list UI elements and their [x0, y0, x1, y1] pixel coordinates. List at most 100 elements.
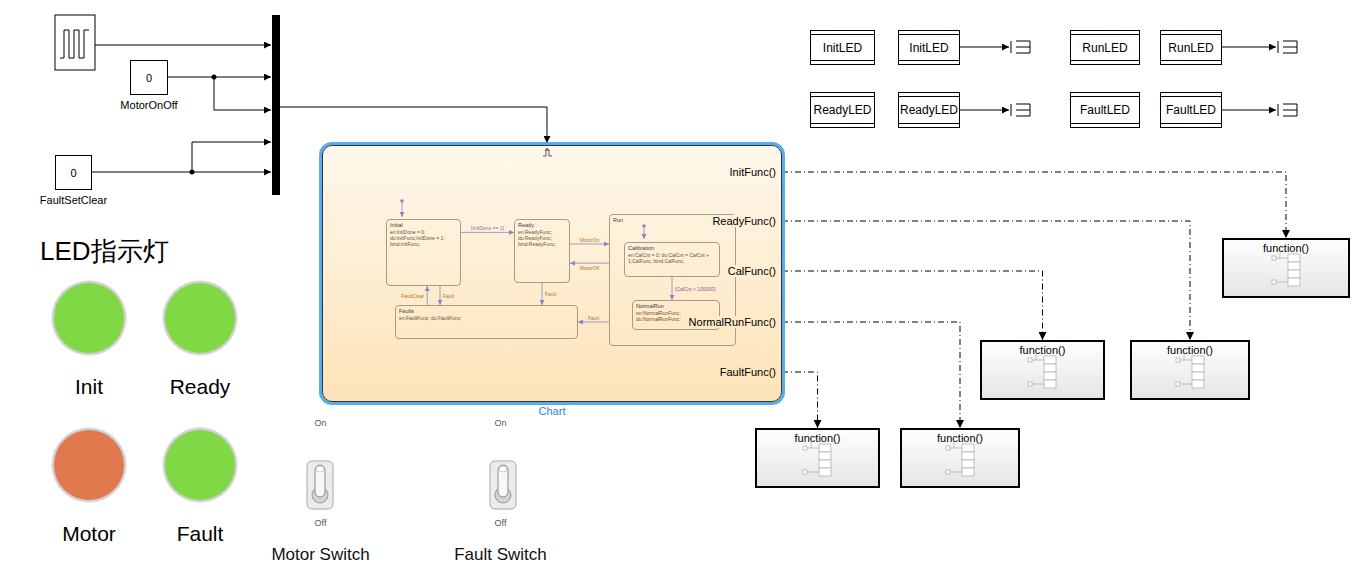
trigger-port-icon — [543, 148, 552, 156]
switch-off-label: Off — [495, 518, 507, 528]
port-label: ReadyFunc() — [710, 215, 778, 227]
chart-ground — [322, 145, 782, 402]
function-call-line — [782, 322, 960, 428]
tag-name: ReadyLED — [813, 103, 871, 117]
goto-from-block: ReadyLED — [898, 92, 960, 128]
goto-from-block: RunLED — [1160, 30, 1222, 65]
goto-from-block: InitLED — [898, 30, 960, 65]
function-call-line — [782, 372, 818, 428]
port-label: CalFunc() — [726, 265, 778, 277]
constant-block: 0MotorOnOff — [130, 60, 168, 95]
transition-label: Fault — [443, 293, 454, 299]
mux-bar — [272, 15, 280, 195]
led-indicator: Motor — [54, 430, 124, 500]
switch-name: Motor Switch — [271, 545, 369, 565]
transition-label: FaultClear — [401, 293, 424, 299]
subsystem-name: function() — [902, 432, 1018, 444]
led-label: Fault — [177, 522, 224, 546]
transition-label: [CalCnt > 100000] — [675, 286, 715, 292]
switch-on-label: On — [494, 418, 506, 428]
subsystem-name: function() — [982, 344, 1103, 356]
block-value: 0 — [131, 61, 167, 94]
transition-label: [InitDone == 1] — [471, 225, 504, 231]
port-label: NormalRunFunc() — [687, 316, 778, 328]
pulse-generator — [55, 15, 95, 70]
transition-label: MotorOn — [580, 237, 599, 243]
state-name: Calibration — [628, 245, 716, 252]
toggle-switch-icon — [307, 461, 333, 509]
led-label: Motor — [62, 522, 116, 546]
subsystem-name: function() — [757, 432, 878, 444]
state-box: Initialen:InitDone = 0; du:InitFunc;Init… — [386, 219, 461, 286]
state-name: Initial — [390, 222, 457, 229]
switch-name: Fault Switch — [454, 545, 547, 565]
state-transition — [440, 286, 441, 305]
tag-name: InitLED — [909, 41, 948, 55]
state-transition — [570, 263, 609, 264]
state-name: NormalRun — [636, 303, 716, 310]
toggle-switch-icon — [490, 461, 516, 509]
block-value: 0 — [56, 156, 91, 189]
transition-label: Fault — [545, 291, 556, 297]
goto-from-block: RunLED — [1070, 30, 1140, 65]
led-label: Ready — [170, 375, 231, 399]
function-call-subsystem: function() — [980, 340, 1105, 400]
goto-from-block: ReadyLED — [810, 92, 875, 128]
toggle-switch: OnOffFault Switch — [438, 418, 563, 568]
function-call-subsystem: function() — [1222, 238, 1350, 298]
subsystem-name: function() — [1132, 344, 1248, 356]
function-call-subsystem: function() — [1130, 340, 1250, 400]
tag-name: RunLED — [1082, 41, 1127, 55]
section-heading: LED指示灯 — [40, 234, 169, 269]
state-transition — [461, 232, 514, 233]
state-action: en:FaultFunc; du:FaultFunc; — [399, 315, 574, 321]
state-transition — [542, 283, 543, 305]
switch-on-label: On — [314, 418, 326, 428]
state-transition — [570, 243, 609, 244]
state-box: Calibrationen:CalCnt = 0; du:CalCnt = Ca… — [624, 242, 720, 277]
state-transition — [427, 286, 428, 305]
state-name: Faults — [399, 308, 574, 315]
tag-name: RunLED — [1168, 41, 1213, 55]
switch-off-label: Off — [315, 518, 327, 528]
transition-label: Fault — [588, 315, 599, 321]
goto-from-block: InitLED — [810, 30, 875, 65]
function-call-line — [782, 271, 1043, 340]
block-name: FaultSetClear — [40, 194, 107, 206]
toggle-switch: OnOffMotor Switch — [258, 418, 383, 568]
led-label: Init — [75, 375, 103, 399]
tag-name: FaultLED — [1166, 103, 1216, 117]
state-transition — [672, 277, 673, 300]
led-indicator: Ready — [165, 283, 235, 353]
terminator — [1011, 41, 1297, 116]
state-action: en:ReadyFunc; du:ReadyFunc; bind:ReadyFu… — [518, 229, 566, 247]
tag-name: FaultLED — [1080, 103, 1130, 117]
port-label: FaultFunc() — [718, 366, 778, 378]
branch-point — [190, 170, 195, 175]
transition-label: MotorOff — [580, 265, 599, 271]
branch-point — [212, 75, 217, 80]
state-transition — [578, 322, 609, 323]
state-action: en:InitDone = 0; du:InitFunc;InitDone = … — [390, 229, 457, 247]
led-indicator: Fault — [165, 430, 235, 500]
function-call-subsystem: function() — [900, 428, 1020, 488]
chart-name: Chart — [539, 405, 566, 417]
state-action: en:CalCnt = 0; du:CalCnt = CalCnt + 1;Ca… — [628, 252, 716, 264]
function-call-line — [782, 172, 1286, 238]
subsystem-ground — [755, 238, 1350, 488]
tag-name: ReadyLED — [900, 103, 958, 117]
constant-block: 0FaultSetClear — [55, 155, 92, 190]
state-box: Faultsen:FaultFunc; du:FaultFunc; — [395, 305, 578, 339]
port-label: InitFunc() — [728, 166, 778, 178]
block-name: MotorOnOff — [120, 99, 177, 111]
function-call-subsystem: function() — [755, 428, 880, 488]
subsystem-name: function() — [1224, 242, 1348, 254]
goto-from-block: FaultLED — [1070, 92, 1140, 128]
stateflow-chart: ChartInitFunc()ReadyFunc()CalFunc()Norma… — [322, 145, 782, 402]
state-box: Readyen:ReadyFunc; du:ReadyFunc; bind:Re… — [514, 219, 570, 283]
state-name: Ready — [518, 222, 566, 229]
goto-from-block: FaultLED — [1160, 92, 1222, 128]
tag-name: InitLED — [823, 41, 862, 55]
led-indicator: Init — [54, 283, 124, 353]
